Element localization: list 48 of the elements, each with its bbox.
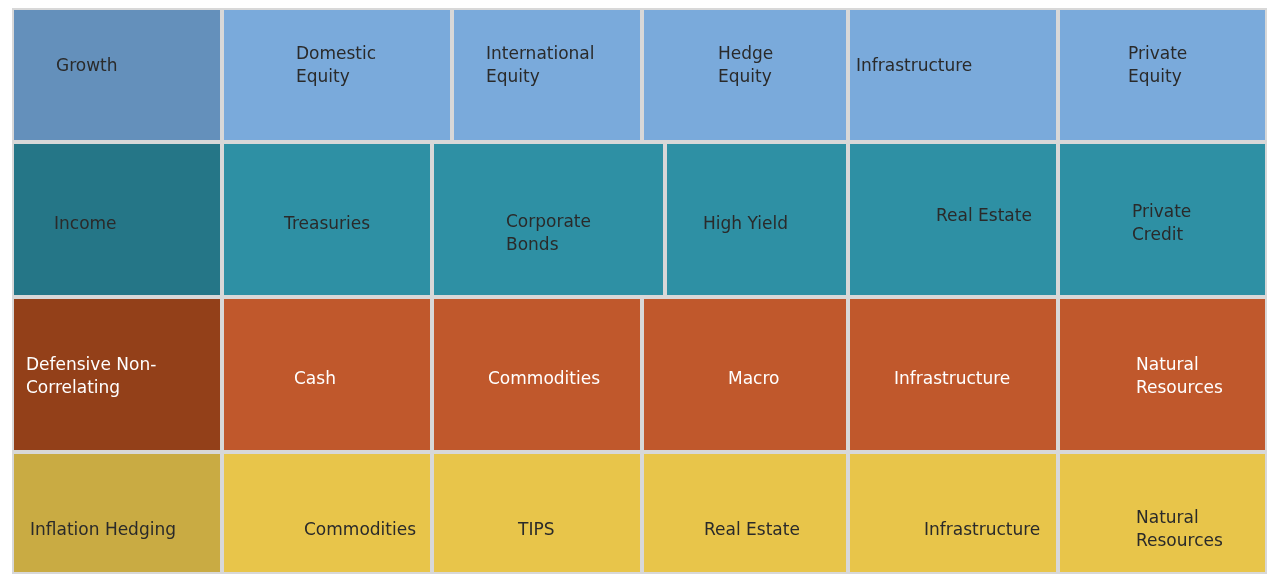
puzzle-piece (432, 452, 642, 574)
category-label: Natural Resources (1136, 353, 1224, 399)
puzzle-piece (848, 8, 1058, 142)
category-label: Real Estate (936, 204, 1033, 227)
category-label: Real Estate (704, 518, 801, 541)
category-label: International Equity (486, 42, 596, 88)
category-label: Infrastructure (856, 54, 974, 77)
category-label: Infrastructure (924, 518, 1042, 541)
puzzle-piece (222, 142, 432, 297)
category-label: Corporate Bonds (506, 210, 592, 256)
puzzle-piece (222, 8, 452, 142)
puzzle-piece (12, 297, 222, 452)
category-label: Infrastructure (894, 367, 1012, 390)
category-label: High Yield (703, 212, 789, 235)
category-label: Private Equity (1128, 42, 1189, 88)
puzzle-piece (12, 8, 222, 142)
puzzle-piece (432, 142, 665, 297)
category-label: Macro (728, 367, 781, 390)
puzzle-piece (848, 452, 1058, 574)
category-label: Natural Resources (1136, 506, 1224, 552)
category-label: Commodities (488, 367, 601, 390)
puzzle-piece (1058, 8, 1267, 142)
category-label: Defensive Non-Correlating (26, 353, 158, 399)
category-label: Inflation Hedging (30, 518, 177, 541)
puzzle-piece (848, 142, 1058, 297)
puzzle-piece (452, 8, 642, 142)
puzzle-piece (848, 297, 1058, 452)
category-label: Commodities (304, 518, 417, 541)
category-label: TIPS (518, 518, 556, 541)
puzzle-piece (642, 297, 848, 452)
category-label: Income (54, 212, 118, 235)
puzzle-piece (1058, 297, 1267, 452)
puzzle-piece (1058, 452, 1267, 574)
puzzle-piece (1058, 142, 1267, 297)
puzzle-piece (665, 142, 848, 297)
puzzle-piece (642, 452, 848, 574)
puzzle-piece (222, 297, 432, 452)
puzzle-piece (12, 142, 222, 297)
puzzle-piece (642, 8, 848, 142)
category-label: Growth (56, 54, 119, 77)
category-label: Treasuries (284, 212, 372, 235)
category-label: Hedge Equity (718, 42, 775, 88)
category-label: Cash (294, 367, 337, 390)
puzzle-piece (222, 452, 432, 574)
category-label: Domestic Equity (296, 42, 378, 88)
puzzle-piece (12, 452, 222, 574)
puzzle-piece (432, 297, 642, 452)
category-label: Private Credit (1132, 200, 1193, 246)
